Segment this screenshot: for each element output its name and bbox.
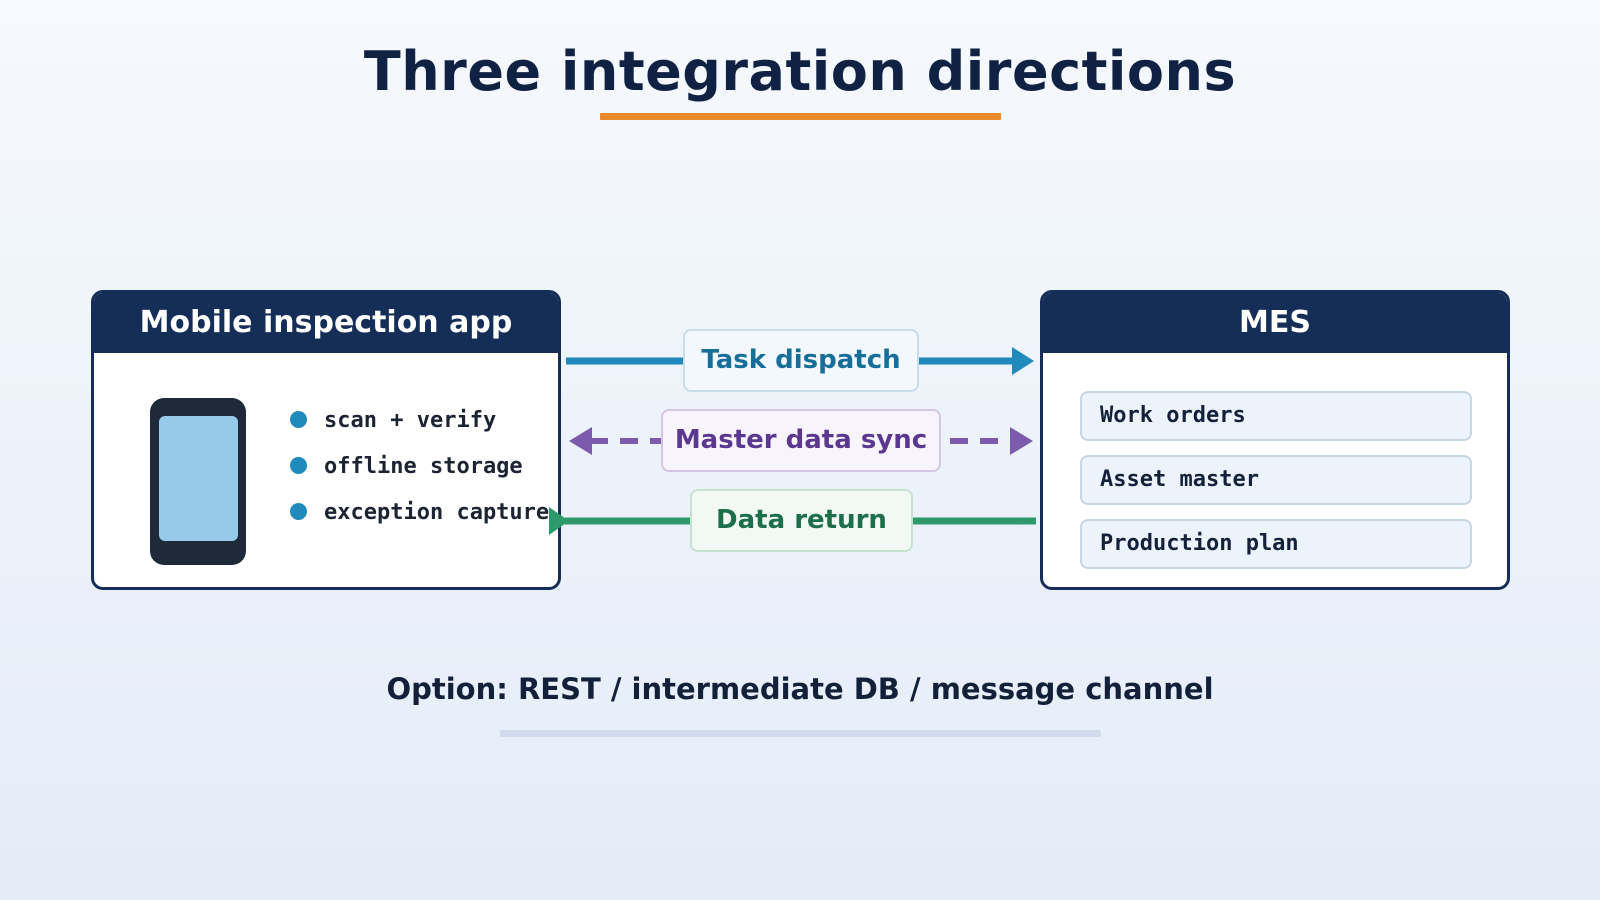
task-dispatch-arrowhead-icon bbox=[1012, 347, 1034, 375]
bullet-dot-icon bbox=[290, 410, 307, 428]
title-underline bbox=[600, 113, 1001, 120]
feature-label: offline storage bbox=[324, 454, 523, 479]
integration-option-text: Option: REST / intermediate DB / message… bbox=[386, 672, 1214, 706]
mes-panel: MES Work orders Asset master Production … bbox=[1040, 290, 1510, 590]
mobile-app-title: Mobile inspection app bbox=[94, 293, 558, 353]
task-dispatch-label: Task dispatch bbox=[683, 329, 919, 392]
feature-item: offline storage bbox=[290, 452, 523, 482]
page-title: Three integration directions bbox=[363, 40, 1237, 103]
mes-item-production-plan: Production plan bbox=[1080, 519, 1472, 569]
mes-title: MES bbox=[1043, 293, 1507, 353]
feature-item: exception capture bbox=[290, 498, 549, 528]
feature-item: scan + verify bbox=[290, 406, 496, 436]
mobile-app-panel: Mobile inspection app scan + verify offl… bbox=[91, 290, 561, 590]
mes-item-asset-master: Asset master bbox=[1080, 455, 1472, 505]
master-data-sync-label: Master data sync bbox=[661, 409, 941, 472]
master-data-sync-left-arrowhead-icon bbox=[569, 427, 592, 455]
phone-screen bbox=[159, 416, 238, 541]
mes-item-work-orders: Work orders bbox=[1080, 391, 1472, 441]
option-underline bbox=[500, 730, 1101, 737]
feature-label: exception capture bbox=[324, 500, 550, 525]
master-data-sync-right-arrowhead-icon bbox=[1010, 427, 1033, 455]
phone-icon bbox=[150, 398, 246, 565]
bullet-dot-icon bbox=[290, 456, 307, 474]
feature-label: scan + verify bbox=[324, 408, 497, 433]
data-return-label: Data return bbox=[690, 489, 913, 552]
bullet-dot-icon bbox=[290, 502, 307, 520]
data-return-arrowhead-icon bbox=[549, 507, 569, 535]
